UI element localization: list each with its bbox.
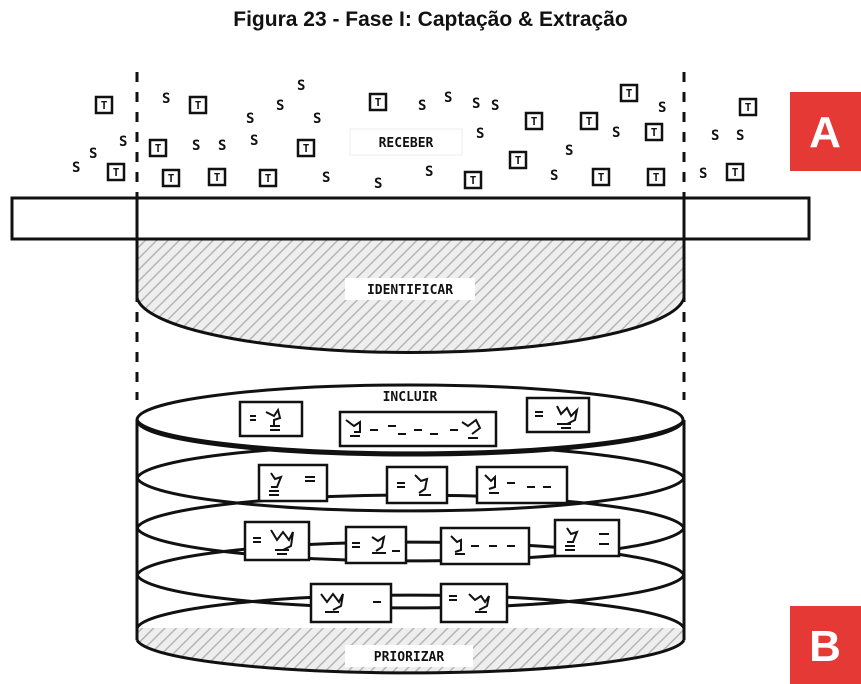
t-symbol: T bbox=[510, 152, 526, 168]
t-symbol: T bbox=[593, 169, 609, 185]
document-card bbox=[346, 527, 406, 563]
t-symbol: T bbox=[648, 169, 664, 185]
svg-text:T: T bbox=[745, 101, 752, 114]
marker-a: A bbox=[790, 92, 861, 171]
s-symbol: S bbox=[374, 176, 382, 192]
document-card bbox=[340, 412, 496, 446]
svg-text:T: T bbox=[113, 166, 120, 179]
s-symbol: S bbox=[418, 98, 426, 114]
svg-text:T: T bbox=[653, 171, 660, 184]
capture-bar bbox=[12, 198, 809, 239]
svg-text:T: T bbox=[303, 142, 310, 155]
marker-b-letter: B bbox=[809, 622, 841, 671]
marker-a-letter: A bbox=[809, 108, 841, 157]
s-symbol: S bbox=[322, 170, 330, 186]
t-symbol: T bbox=[581, 113, 597, 129]
t-symbol: T bbox=[108, 164, 124, 180]
s-symbol: S bbox=[162, 91, 170, 107]
t-symbol: T bbox=[150, 140, 166, 156]
priorizar-label: PRIORIZAR bbox=[374, 650, 445, 665]
document-card bbox=[259, 465, 327, 501]
svg-text:T: T bbox=[195, 99, 202, 112]
svg-text:T: T bbox=[375, 96, 382, 109]
t-symbol: T bbox=[740, 99, 756, 115]
document-card bbox=[240, 402, 302, 436]
t-symbol: T bbox=[621, 85, 637, 101]
svg-text:T: T bbox=[515, 154, 522, 167]
s-symbol: S bbox=[476, 126, 484, 142]
s-symbol: S bbox=[297, 78, 305, 94]
document-card bbox=[441, 584, 507, 622]
svg-text:T: T bbox=[214, 171, 221, 184]
document-card bbox=[387, 467, 447, 503]
svg-text:T: T bbox=[732, 166, 739, 179]
s-symbol: S bbox=[550, 168, 558, 184]
t-symbol: T bbox=[727, 164, 743, 180]
svg-text:T: T bbox=[651, 126, 658, 139]
s-symbol: S bbox=[89, 146, 97, 162]
svg-text:T: T bbox=[626, 87, 633, 100]
svg-text:T: T bbox=[470, 174, 477, 187]
s-symbol: S bbox=[218, 138, 226, 154]
t-symbol: T bbox=[370, 94, 386, 110]
t-symbol: T bbox=[209, 169, 225, 185]
disc-layer-4 bbox=[137, 575, 684, 608]
document-card bbox=[477, 467, 567, 503]
s-symbol: S bbox=[711, 128, 719, 144]
identificar-label: IDENTIFICAR bbox=[367, 283, 453, 298]
s-symbol: S bbox=[472, 96, 480, 112]
t-symbol: T bbox=[190, 97, 206, 113]
s-symbol: S bbox=[246, 111, 254, 127]
t-symbol: T bbox=[526, 113, 542, 129]
svg-text:T: T bbox=[101, 99, 108, 112]
receber-label: RECEBER bbox=[379, 136, 434, 151]
t-symbol: T bbox=[298, 140, 314, 156]
s-symbol: S bbox=[72, 160, 80, 176]
document-card bbox=[245, 522, 309, 560]
t-symbol: T bbox=[646, 124, 662, 140]
document-card bbox=[527, 398, 589, 432]
document-card bbox=[311, 584, 391, 622]
s-symbol: S bbox=[313, 111, 321, 127]
s-symbol: S bbox=[612, 125, 620, 141]
s-symbol: S bbox=[699, 166, 707, 182]
marker-b: B bbox=[790, 606, 861, 684]
document-card bbox=[555, 520, 619, 556]
svg-text:T: T bbox=[598, 171, 605, 184]
t-symbol: T bbox=[163, 170, 179, 186]
t-symbol: T bbox=[260, 170, 276, 186]
s-symbol: S bbox=[565, 143, 573, 159]
incluir-label: INCLUIR bbox=[383, 390, 438, 405]
s-symbol: S bbox=[250, 133, 258, 149]
t-symbol: T bbox=[465, 172, 481, 188]
s-symbol: S bbox=[425, 164, 433, 180]
t-symbol: T bbox=[96, 97, 112, 113]
svg-text:T: T bbox=[586, 115, 593, 128]
svg-text:T: T bbox=[168, 172, 175, 185]
s-symbol: S bbox=[444, 90, 452, 106]
svg-text:T: T bbox=[265, 172, 272, 185]
s-symbol: S bbox=[658, 100, 666, 116]
s-symbol: S bbox=[276, 98, 284, 114]
s-symbol: S bbox=[119, 134, 127, 150]
svg-text:T: T bbox=[155, 142, 162, 155]
s-symbol: S bbox=[192, 138, 200, 154]
s-symbol: S bbox=[491, 98, 499, 114]
s-symbol: S bbox=[736, 128, 744, 144]
document-card bbox=[441, 528, 529, 564]
svg-text:T: T bbox=[531, 115, 538, 128]
